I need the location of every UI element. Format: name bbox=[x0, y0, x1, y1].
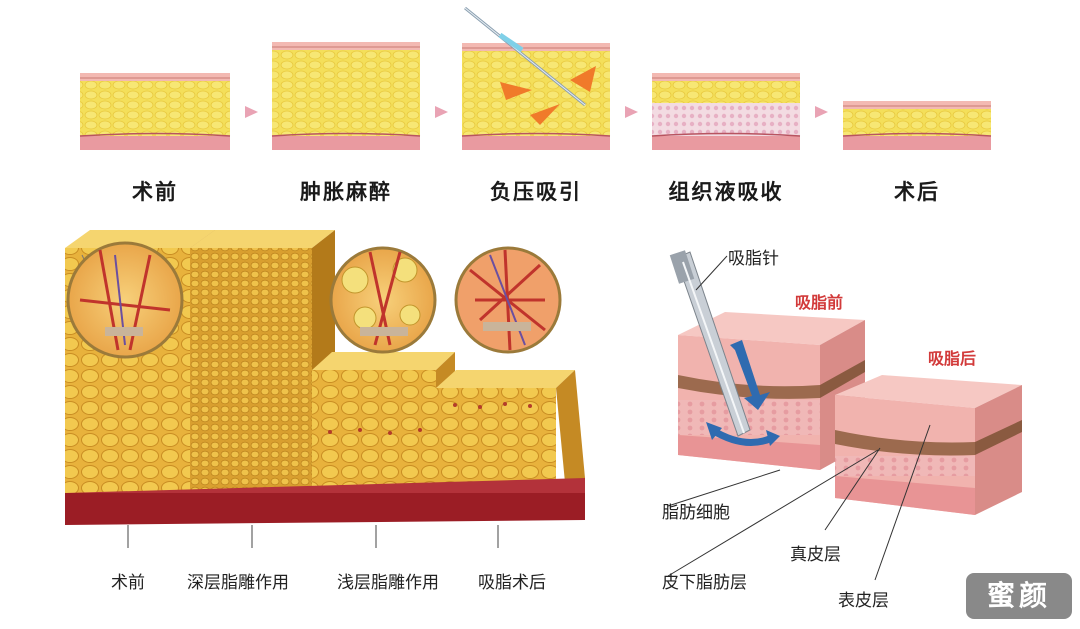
stage-label-before: 术前 bbox=[111, 573, 145, 593]
step-label-before: 术前 bbox=[132, 180, 178, 204]
liposuction-needle bbox=[669, 250, 751, 437]
process-panel-after bbox=[842, 101, 992, 150]
needle-label: 吸脂针 bbox=[728, 249, 779, 269]
watermark-badge: 蜜颜 bbox=[966, 573, 1072, 619]
stage-label-superficial: 浅层脂雕作用 bbox=[337, 573, 439, 593]
stage-label-deep: 深层脂雕作用 bbox=[187, 573, 289, 593]
epidermis-label: 表皮层 bbox=[838, 591, 889, 611]
process-panel-suction bbox=[461, 6, 611, 150]
step-label-tumescent: 肿胀麻醉 bbox=[300, 180, 392, 204]
step-label-after: 术后 bbox=[894, 180, 940, 204]
magnifier-superficial bbox=[454, 246, 562, 354]
process-panel-absorption bbox=[651, 73, 801, 150]
step-arrow-3 bbox=[625, 106, 638, 118]
magnifier-deep bbox=[329, 246, 437, 354]
liposculpture-blocks bbox=[65, 230, 585, 548]
process-panel-tumescent bbox=[271, 42, 421, 150]
subcutaneous-label: 皮下脂肪层 bbox=[662, 573, 747, 593]
step-label-suction: 负压吸引 bbox=[490, 180, 582, 204]
fat-cell-label: 脂肪细胞 bbox=[662, 503, 730, 523]
step-arrow-2 bbox=[435, 106, 448, 118]
skin-block-after bbox=[835, 375, 1022, 515]
callout-lines bbox=[667, 255, 931, 581]
dermis-label: 真皮层 bbox=[790, 545, 841, 565]
step-label-absorption: 组织液吸收 bbox=[668, 180, 784, 204]
motion-arrows bbox=[706, 340, 780, 446]
step-arrow-4 bbox=[815, 106, 828, 118]
stage-label-after: 吸脂术后 bbox=[478, 573, 546, 593]
process-panel-before bbox=[79, 73, 231, 150]
after-title: 吸脂后 bbox=[928, 349, 977, 368]
step-arrow-1 bbox=[245, 106, 258, 118]
magnifier-before bbox=[66, 241, 184, 359]
before-title: 吸脂前 bbox=[795, 293, 844, 312]
